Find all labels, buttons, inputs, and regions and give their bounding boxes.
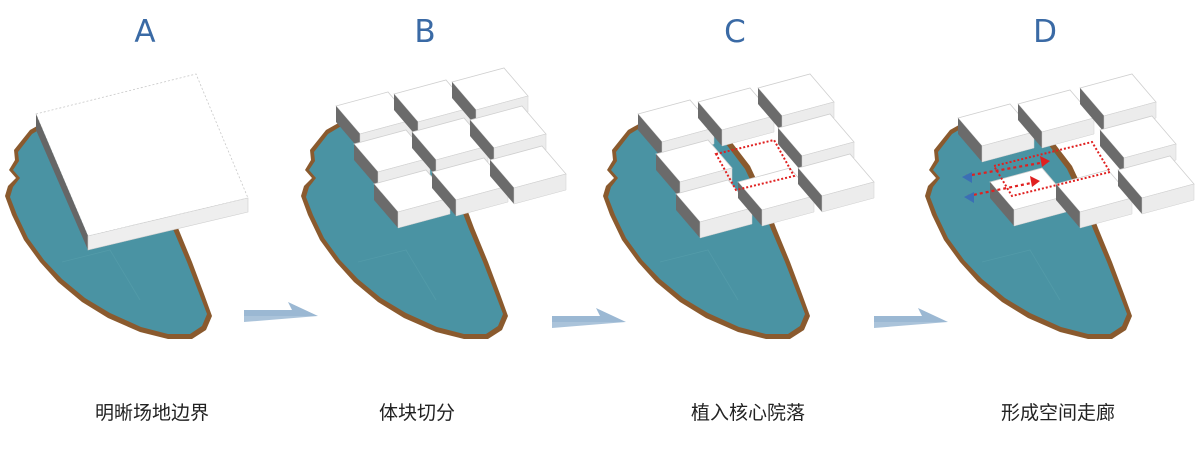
stage-d-diagram: [924, 73, 1195, 340]
flow-arrow-c-to-d: [874, 308, 948, 328]
corridor-outline: [992, 140, 1112, 198]
stage-caption-a: 明晰场地边界: [94, 402, 209, 424]
stage-letter-c: C: [724, 14, 746, 50]
stage-c-diagram: [602, 73, 875, 340]
stage-caption-d: 形成空间走廊: [1000, 402, 1115, 424]
core-courtyard-outline: [714, 138, 796, 192]
stage-letter-d: D: [1033, 14, 1057, 50]
stage-caption-c: 植入核心院落: [690, 402, 805, 424]
flow-arrow-a-to-b: [244, 302, 318, 322]
corridor-arrows: [962, 156, 1050, 203]
flow-arrow-b-to-c: [552, 308, 626, 328]
stage-letter-a: A: [134, 14, 156, 50]
stage-letter-b: B: [414, 14, 436, 50]
mass-block-a: [35, 73, 249, 251]
stage-caption-b: 体块切分: [378, 402, 455, 424]
stage-a-diagram: [4, 73, 249, 340]
stage-b-diagram: [300, 67, 567, 340]
